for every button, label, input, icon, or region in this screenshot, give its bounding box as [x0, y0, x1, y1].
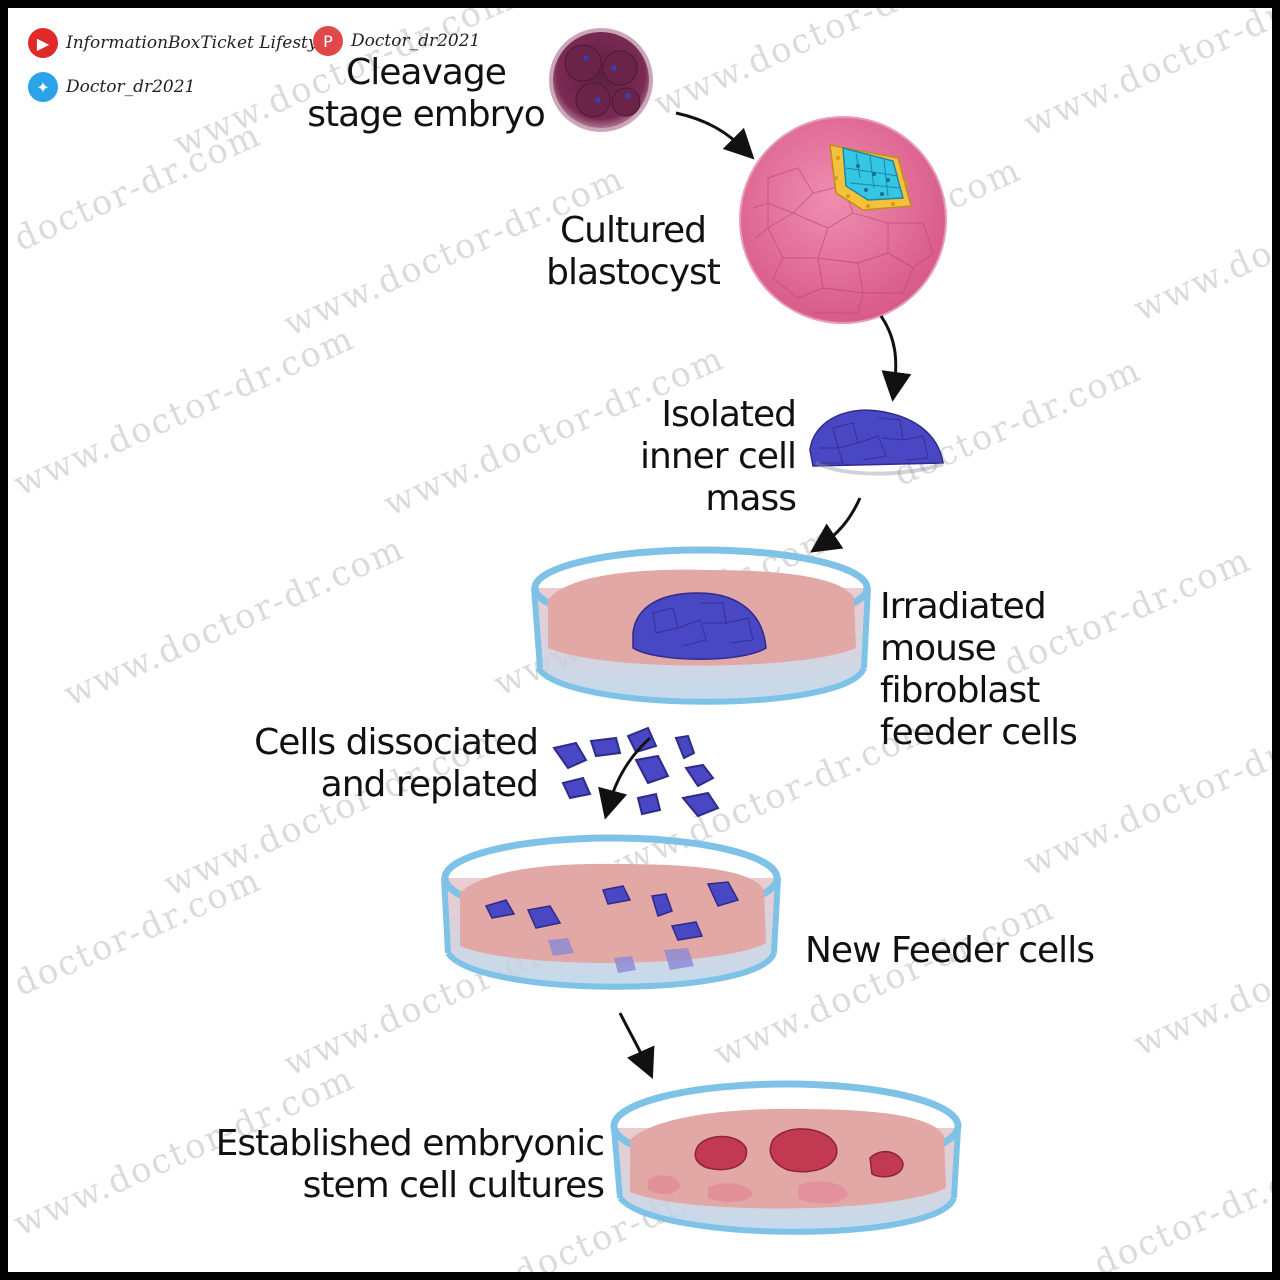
label-line: and replated — [320, 764, 539, 805]
twitter-icon: ✦ — [28, 72, 58, 102]
pinterest-icon: P — [313, 26, 343, 56]
label-line: Cultured — [560, 210, 707, 251]
arrow-icon — [598, 736, 652, 820]
label-line: mouse — [880, 628, 997, 669]
label-feeder-cells: Irradiated mouse fibroblast feeder cells — [880, 586, 1110, 754]
label-line: Cells dissociated — [254, 722, 539, 763]
diagram-canvas: www.doctor-dr.com www.doctor-dr.com www.… — [8, 8, 1272, 1272]
label-line: inner cell — [640, 436, 797, 477]
label-line: Isolated — [661, 394, 797, 435]
label-line: fibroblast — [880, 670, 1040, 711]
twitter-credit: ✦ Doctor_dr2021 — [28, 72, 195, 102]
label-line: blastocyst — [546, 252, 721, 293]
youtube-icon: ▶ — [28, 28, 58, 58]
pinterest-credit: P Doctor_dr2021 — [313, 26, 480, 56]
label-line: feeder cells — [880, 712, 1078, 753]
label-line: stem cell cultures — [302, 1165, 605, 1206]
arrow-icon — [879, 315, 912, 402]
youtube-credit: ▶ InformationBoxTicket Lifestyles — [28, 28, 342, 58]
pinterest-handle: Doctor_dr2021 — [351, 31, 481, 51]
label-line: Established embryonic — [215, 1123, 605, 1164]
label-line: Irradiated — [880, 586, 1047, 627]
inner-cell-mass — [809, 409, 944, 476]
label-line: Cleavage — [346, 52, 507, 93]
label-line: stage embryo — [307, 94, 546, 135]
stem-cell-workflow-illustration — [441, 28, 962, 1235]
label-new-feeder: New Feeder cells — [805, 930, 1095, 971]
arrow-icon — [675, 111, 755, 160]
cleavage-embryo — [549, 28, 653, 132]
twitter-handle: Doctor_dr2021 — [66, 77, 196, 97]
arrow-icon — [810, 497, 862, 553]
youtube-handle: InformationBoxTicket Lifestyles — [66, 33, 342, 53]
label-cells-dissociated: Cells dissociated and replated — [228, 722, 539, 806]
petri-dish-established — [610, 1080, 962, 1235]
petri-dish-feeder — [531, 546, 871, 705]
label-established-cultures: Established embryonic stem cell cultures — [188, 1123, 605, 1207]
label-line: mass — [705, 478, 797, 519]
label-cultured-blastocyst: Cultured blastocyst — [536, 210, 730, 294]
petri-dish-new-feeder — [441, 834, 781, 990]
arrow-icon — [618, 1012, 655, 1079]
dissociated-cells — [552, 726, 720, 818]
label-inner-cell-mass: Isolated inner cell mass — [608, 394, 797, 520]
label-cleavage-embryo: Cleavage stage embryo — [300, 52, 552, 136]
cultured-blastocyst — [739, 116, 947, 324]
